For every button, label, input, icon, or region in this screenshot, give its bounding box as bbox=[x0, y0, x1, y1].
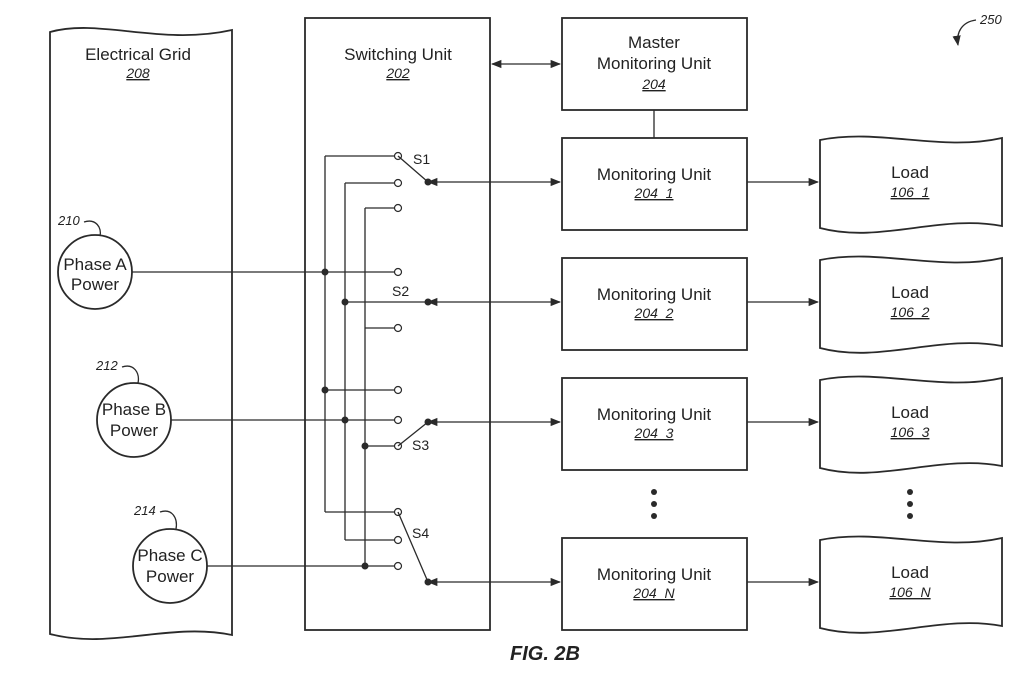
master-ref: 204 bbox=[641, 76, 666, 92]
ellipsis-loads bbox=[907, 489, 913, 519]
load-ref: 106_3 bbox=[891, 424, 930, 440]
load-ref: 106_1 bbox=[891, 184, 930, 200]
monitoring-unit-box bbox=[561, 537, 748, 631]
monitoring-unit-ref: 204_2 bbox=[634, 305, 674, 321]
load-label: Load bbox=[891, 403, 929, 422]
monitor-row-3: Monitoring Unit 204_3 Load 106_3 bbox=[426, 375, 1003, 474]
electrical-grid-panel bbox=[49, 27, 233, 640]
switch-s1-label: S1 bbox=[413, 151, 430, 167]
load-ref: 106_N bbox=[889, 584, 931, 600]
master-label-2: Monitoring Unit bbox=[597, 54, 712, 73]
phase-a-ref: 210 bbox=[57, 213, 80, 228]
monitoring-unit-ref: 204_N bbox=[632, 585, 675, 601]
master-monitoring-unit-box bbox=[561, 17, 748, 111]
phase-b-label-2: Power bbox=[110, 421, 159, 440]
figure-caption: FIG. 2B bbox=[510, 643, 580, 665]
load-box bbox=[819, 535, 1003, 634]
phase-c-ref: 214 bbox=[133, 503, 156, 518]
monitor-row-n: Monitoring Unit 204_N Load 106_N bbox=[426, 535, 1003, 634]
load-label: Load bbox=[891, 163, 929, 182]
switching-unit-ref: 202 bbox=[385, 65, 410, 81]
monitoring-unit-box bbox=[561, 257, 748, 351]
monitoring-unit-label: Monitoring Unit bbox=[597, 165, 712, 184]
electrical-grid-label: Electrical Grid bbox=[85, 45, 191, 64]
phase-b-label-1: Phase B bbox=[102, 400, 166, 419]
monitoring-unit-label: Monitoring Unit bbox=[597, 285, 712, 304]
phase-a-label-1: Phase A bbox=[63, 255, 127, 274]
phase-a-source: Phase A Power 210 bbox=[57, 213, 133, 310]
switch-s2-label: S2 bbox=[392, 283, 409, 299]
monitoring-unit-box bbox=[561, 377, 748, 471]
phase-c-label-1: Phase C bbox=[137, 546, 202, 565]
master-label-1: Master bbox=[628, 33, 680, 52]
load-label: Load bbox=[891, 563, 929, 582]
load-ref: 106_2 bbox=[891, 304, 930, 320]
monitoring-unit-ref: 204_3 bbox=[634, 425, 674, 441]
load-box bbox=[819, 135, 1003, 234]
load-label: Load bbox=[891, 283, 929, 302]
load-box bbox=[819, 255, 1003, 354]
electrical-grid-ref: 208 bbox=[125, 65, 150, 81]
monitor-row-2: Monitoring Unit 204_2 Load 106_2 bbox=[426, 255, 1003, 354]
switch-s3-label: S3 bbox=[412, 437, 429, 453]
ellipsis-monitors bbox=[651, 489, 657, 519]
monitoring-unit-ref: 204_1 bbox=[634, 185, 674, 201]
load-box bbox=[819, 375, 1003, 474]
switch-contacts bbox=[393, 151, 403, 571]
phase-a-label-2: Power bbox=[71, 275, 120, 294]
phase-c-label-2: Power bbox=[146, 567, 195, 586]
monitoring-unit-label: Monitoring Unit bbox=[597, 565, 712, 584]
monitoring-unit-label: Monitoring Unit bbox=[597, 405, 712, 424]
switching-unit-label: Switching Unit bbox=[344, 45, 452, 64]
switch-s4-label: S4 bbox=[412, 525, 429, 541]
figure-reference-number: 250 bbox=[979, 12, 1002, 27]
figure-reference-arrow bbox=[952, 19, 977, 47]
phase-b-ref: 212 bbox=[95, 358, 118, 373]
switch-bus-wiring bbox=[321, 155, 398, 570]
monitoring-unit-box bbox=[561, 137, 748, 231]
monitor-row-1: Monitoring Unit 204_1 Load 106_1 bbox=[426, 135, 1003, 234]
